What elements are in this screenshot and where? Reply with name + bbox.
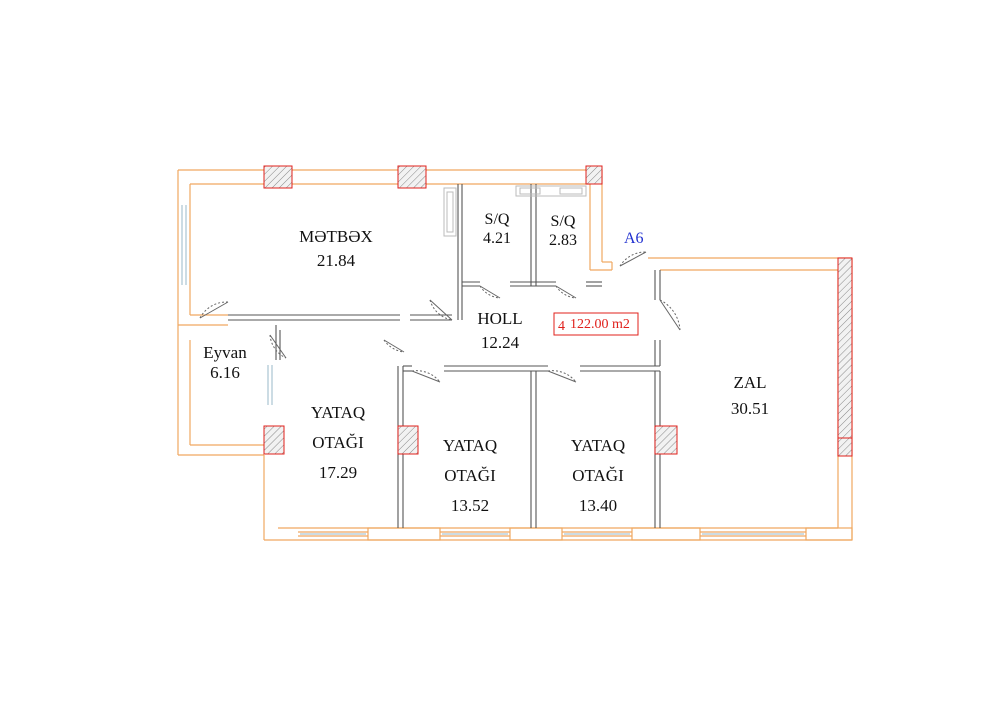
room-area-bedroom3: 13.40	[579, 496, 617, 515]
windows	[181, 205, 804, 535]
room-name-bath2: S/Q	[551, 213, 576, 230]
room-name-kitchen: MƏTBƏX	[299, 227, 373, 246]
room-name-bedroom2-line1: YATAQ	[443, 436, 497, 455]
room-name-bedroom1-line2: OTAĞI	[312, 433, 364, 452]
room-name-bath1: S/Q	[485, 211, 510, 228]
room-area-living: 30.51	[731, 399, 769, 418]
bathroom-fixtures	[443, 185, 587, 237]
room-name-living: ZAL	[733, 373, 766, 392]
room-name-bedroom3-line2: OTAĞI	[572, 466, 624, 485]
room-area-hall: 12.24	[481, 333, 520, 352]
room-labels: MƏTBƏX 21.84 S/Q 4.21 S/Q 2.83 HOLL 12.2…	[203, 211, 769, 515]
room-area-bath2: 2.83	[549, 232, 577, 249]
room-name-bedroom1-line1: YATAQ	[311, 403, 365, 422]
room-name-hall: HOLL	[477, 309, 522, 328]
room-area-bath1: 4.21	[483, 230, 511, 247]
room-area-balcony: 6.16	[210, 363, 240, 382]
columns	[263, 165, 853, 457]
living-room-hatched-wall	[837, 257, 853, 439]
door-swings	[199, 251, 681, 383]
apartment-area: 122.00 m2	[570, 317, 630, 332]
apartment-tag: 4 122.00 m2	[553, 312, 639, 336]
room-name-bedroom2-line2: OTAĞI	[444, 466, 496, 485]
outer-walls	[177, 169, 853, 541]
room-area-bedroom1: 17.29	[319, 463, 357, 482]
room-area-bedroom2: 13.52	[451, 496, 489, 515]
apartment-area-box	[553, 312, 639, 336]
room-name-balcony: Eyvan	[203, 343, 247, 362]
room-area-kitchen: 21.84	[317, 251, 356, 270]
apartment-code: A6	[624, 230, 644, 247]
room-name-bedroom3-line1: YATAQ	[571, 436, 625, 455]
apartment-number: 4	[558, 319, 565, 334]
